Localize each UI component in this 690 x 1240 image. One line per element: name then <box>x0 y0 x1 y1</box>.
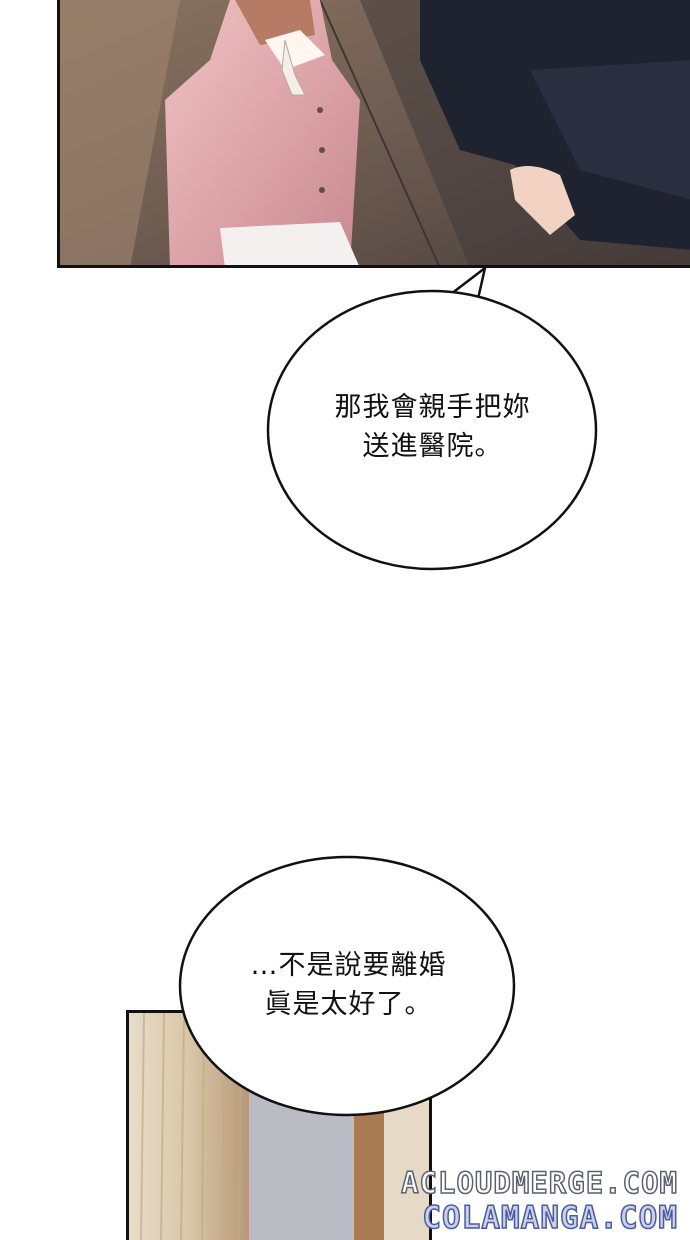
bubble-1-text: 那我會親手把妳 送進醫院。 <box>300 388 565 466</box>
bubble-1-line-1: 那我會親手把妳 <box>334 392 531 423</box>
comic-panel-top <box>57 0 690 268</box>
panel-illustration-bottom <box>129 1013 429 1240</box>
bubble-1-line-2: 送進醫院。 <box>362 431 503 462</box>
bubble-2-line-1: …不是說要離婚 <box>250 950 447 981</box>
bubble-2-line-2: 眞是太好了。 <box>264 989 433 1020</box>
comic-panel-bottom <box>126 1010 432 1240</box>
bubble-2-text: …不是說要離婚 眞是太好了。 <box>206 946 491 1024</box>
watermark-colamanga: COLAMANGA.COM <box>422 1199 678 1237</box>
watermark-acloudmerge: ACLOUDMERGE.COM <box>400 1165 678 1201</box>
panel-illustration-top <box>60 0 690 265</box>
woman-figure <box>165 0 360 265</box>
man-figure <box>420 0 690 250</box>
